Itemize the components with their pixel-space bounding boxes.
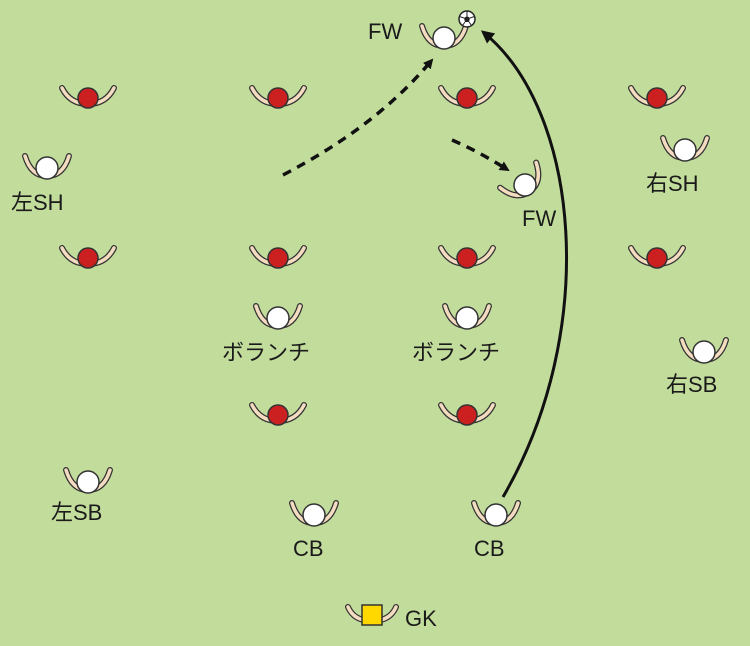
label-sb-left: 左SB: [51, 500, 102, 525]
teammate-player-icon-sb-left: [63, 467, 113, 494]
label-volante-right: ボランチ: [412, 340, 500, 365]
opponent-player-icon: [628, 245, 686, 269]
run-arrow-fw-mid: [451, 138, 510, 172]
teammate-player-icon-cb-left: [289, 500, 339, 527]
soccer-ball-icon: [458, 10, 476, 28]
goalkeeper-icon: [345, 604, 399, 626]
dribble-arrow: [480, 30, 568, 498]
teammate-player-icon-sh-left: [22, 153, 72, 180]
opponent-player-icon: [59, 245, 117, 269]
label-volante-left: ボランチ: [222, 340, 310, 365]
opponent-player-icon: [249, 85, 307, 109]
run-arrow-fw-top: [282, 58, 434, 177]
teammate-player-icon-sh-right: [660, 135, 710, 162]
label-sb-right: 右SB: [666, 372, 717, 397]
opponent-player-icon: [249, 245, 307, 269]
teammate-player-icon-volante-right: [442, 303, 492, 330]
label-sh-left: 左SH: [11, 190, 64, 215]
teammate-player-icon-fw-mid: [497, 159, 542, 199]
opponent-player-icon: [438, 85, 496, 109]
opponent-player-icon: [59, 85, 117, 109]
label-sh-right: 右SH: [646, 171, 699, 196]
teammate-player-icon-sb-right: [679, 337, 729, 364]
opponent-player-icon: [249, 402, 307, 426]
label-cb-right: CB: [474, 536, 505, 561]
label-cb-left: CB: [293, 536, 324, 561]
opponent-player-icon: [628, 85, 686, 109]
label-fw-top: FW: [368, 19, 402, 44]
teammate-player-icon-volante-left: [253, 303, 303, 330]
teammate-player-icon-cb-right: [471, 500, 521, 527]
opponent-player-icon: [438, 402, 496, 426]
label-fw-mid: FW: [522, 206, 556, 231]
opponent-player-icon: [438, 245, 496, 269]
teammate-player-icon-fw-top: [419, 23, 469, 50]
label-gk: GK: [405, 606, 437, 631]
